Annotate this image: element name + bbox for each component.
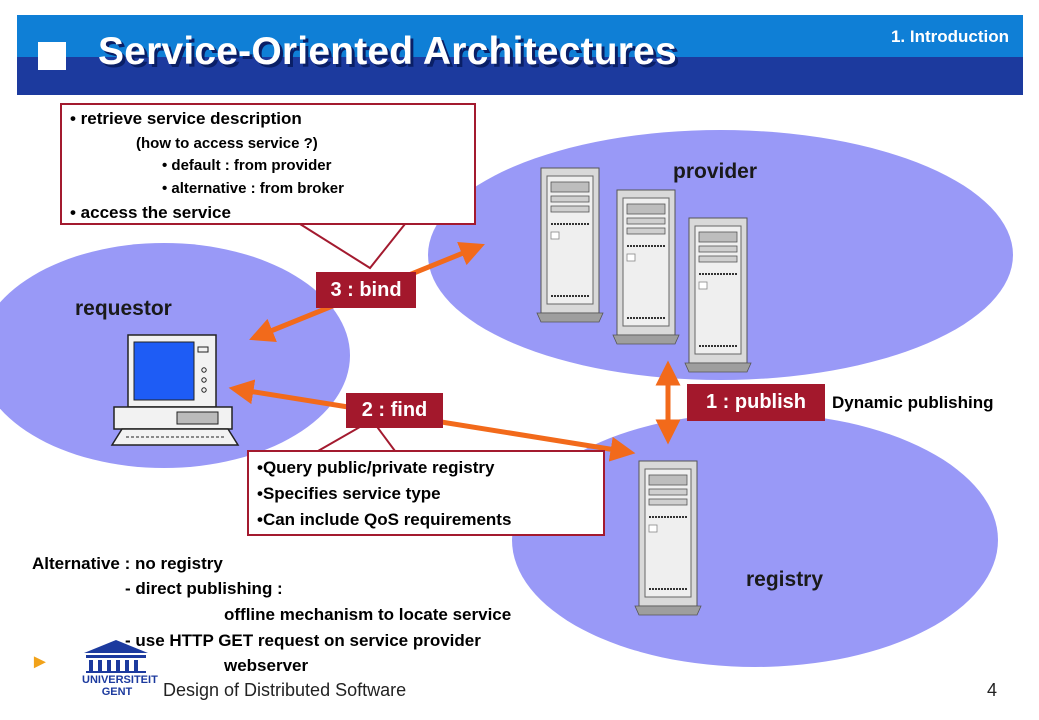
requestor-label: requestor: [75, 297, 172, 320]
find-callout-line: •Can include QoS requirements: [257, 510, 512, 529]
step-find-label: 2 : find: [346, 393, 443, 428]
header-band-highlight: [17, 15, 1023, 57]
step-bind-label: 3 : bind: [316, 272, 416, 308]
step-publish-label: 1 : publish: [687, 384, 825, 421]
bind-callout-line: • retrieve service description: [70, 109, 302, 128]
bind-callout-line: • alternative : from broker: [162, 180, 344, 197]
provider-server-1: [536, 167, 604, 323]
alternative-line: Alternative : no registry: [32, 554, 223, 573]
find-callout-line: •Query public/private registry: [257, 458, 495, 477]
registry-server: [634, 460, 702, 616]
page-title: Service-Oriented Architectures: [98, 30, 677, 73]
bind-callout-line: (how to access service ?): [136, 135, 318, 152]
find-callout: •Query public/private registry •Specifie…: [247, 450, 605, 536]
footer-course-title: Design of Distributed Software: [163, 680, 407, 700]
bind-callout-tail: [296, 223, 408, 270]
find-callout-line: •Specifies service type: [257, 484, 441, 503]
bind-callout-line: • default : from provider: [162, 157, 332, 174]
provider-label: provider: [673, 160, 758, 183]
alternative-line: webserver: [224, 656, 309, 675]
alternative-line: - direct publishing :: [125, 579, 283, 598]
section-label: 1. Introduction: [890, 27, 1009, 46]
university-logo-icon: [84, 640, 148, 673]
page-number: 4: [987, 680, 998, 700]
provider-server-3: [684, 217, 752, 373]
bind-callout-line: • access the service: [70, 203, 231, 222]
alternative-line: - use HTTP GET request on service provid…: [125, 631, 481, 650]
registry-label: registry: [746, 568, 824, 591]
requestor-computer-icon: [110, 334, 240, 446]
header-square-icon: [38, 42, 66, 70]
alternative-line: offline mechanism to locate service: [224, 605, 512, 624]
bullet-arrow-icon: ►: [30, 651, 50, 673]
provider-server-2: [612, 189, 680, 345]
university-logo-text: UNIVERSITEIT GENT: [82, 674, 158, 698]
dynamic-publishing-note: Dynamic publishing: [832, 393, 994, 412]
bind-callout: • retrieve service description (how to a…: [60, 103, 476, 225]
